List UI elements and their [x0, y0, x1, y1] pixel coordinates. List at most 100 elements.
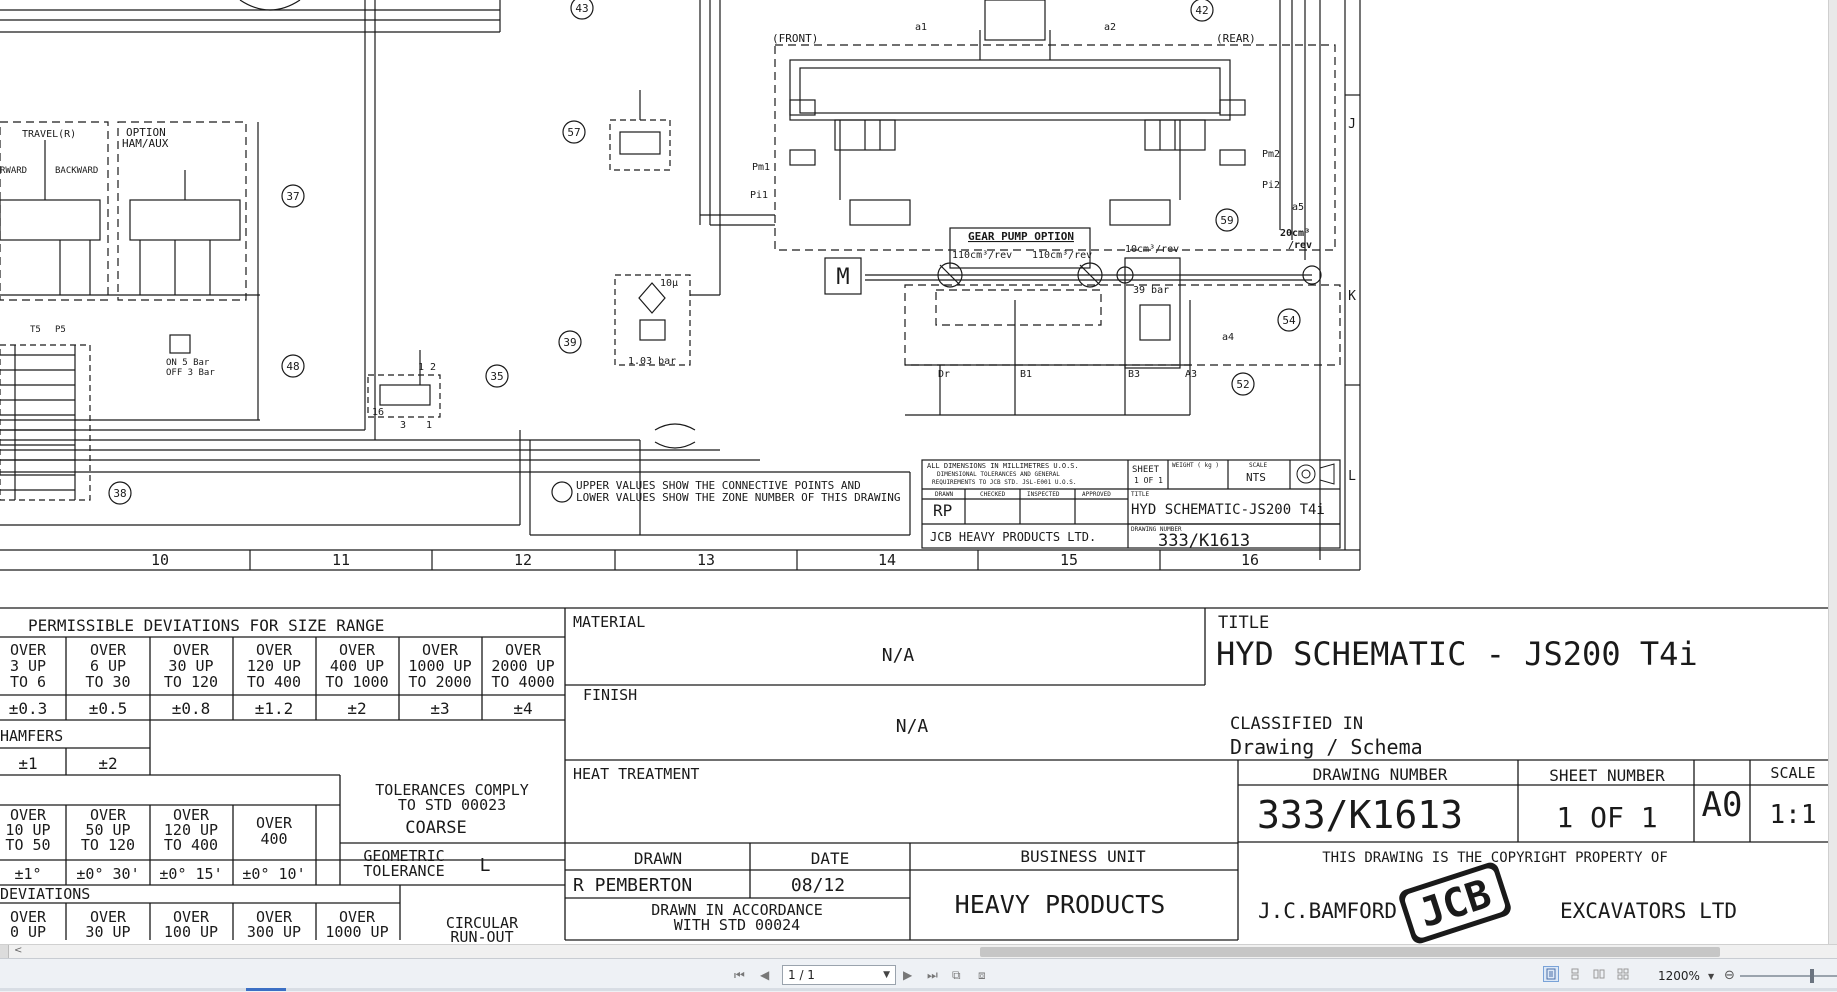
title-value: HYD SCHEMATIC - JS200 T4i — [1216, 635, 1698, 673]
size-range-5-line-2: 400 UP — [330, 657, 384, 675]
callout-57: 57 — [567, 126, 580, 139]
zoom-level-text: 1200% — [1658, 969, 1700, 983]
angle-tolerance-4: ±0° 10' — [242, 865, 305, 883]
size-tolerance-7: ±4 — [513, 699, 532, 718]
size-range-5-line-1: OVER — [339, 641, 376, 659]
small-drawn-initials: RP — [933, 501, 952, 520]
label-front: (FRONT) — [772, 32, 818, 45]
size-tolerance-5: ±2 — [347, 699, 366, 718]
zone-row-j: J — [1348, 117, 1356, 132]
angle-tolerance-2: ±0° 30' — [76, 865, 139, 883]
small-dims-line-2: DIMENSIONAL TOLERANCES AND GENERAL — [937, 471, 1060, 478]
previous-page-icon[interactable]: ◀ — [760, 968, 770, 982]
small-dims-line-1: ALL DIMENSIONS IN MILLIMETRES U.O.S. — [927, 462, 1079, 470]
taskbar-active-indicator — [246, 988, 286, 991]
callout-circle — [281, 184, 305, 208]
size-range-1-line-2: 3 UP — [10, 657, 46, 675]
small-drawing-number-label: DRAWING NUMBER — [1131, 526, 1182, 533]
size-tolerance-6: ±3 — [430, 699, 449, 718]
size-range-3-line-2: 30 UP — [168, 657, 213, 675]
angle-range-2-line-1: OVER — [90, 806, 127, 824]
circular-line-2: RUN-OUT — [450, 928, 513, 944]
size-tolerance-1: ±0.3 — [9, 699, 48, 718]
projection-symbol-icon — [1296, 463, 1335, 485]
drawing-number-label: DRAWING NUMBER — [1313, 765, 1448, 784]
facing-view-icon[interactable] — [1591, 966, 1607, 982]
single-page-view-icon[interactable] — [1543, 966, 1559, 982]
runout-range-4-line-1: OVER — [256, 908, 293, 926]
size-range-4-line-2: 120 UP — [247, 657, 301, 675]
scroll-left-arrow[interactable]: < — [14, 945, 23, 956]
horizontal-scrollbar[interactable]: < — [0, 944, 1837, 959]
runout-range-2-line-2: 30 UP — [85, 923, 130, 941]
label-option: OPTION — [126, 126, 166, 139]
callout-37: 37 — [286, 190, 299, 203]
small-sheet-label: SHEET — [1132, 465, 1160, 475]
next-page-icon[interactable]: ▶ — [903, 968, 913, 982]
scrollbar-thumb[interactable] — [980, 947, 1720, 957]
zoom-level-select[interactable]: 1200% ▼ — [1658, 967, 1714, 985]
page-number-field[interactable]: 1 / 1 ▼ — [782, 965, 896, 985]
drawing-number-value: 333/K1613 — [1257, 793, 1463, 837]
page-number-text: 1 / 1 — [788, 968, 815, 982]
label-t5: T5 — [30, 325, 41, 335]
jcb-logo: JCB — [1399, 862, 1511, 944]
zoom-chevron-down-icon[interactable]: ▼ — [1707, 971, 1715, 981]
callout-circle — [558, 330, 582, 354]
zoom-slider-handle[interactable] — [1810, 969, 1814, 983]
scale-value: 1:1 — [1770, 800, 1817, 830]
callout-48: 48 — [286, 360, 299, 373]
first-page-icon[interactable]: ⏮ — [734, 967, 745, 982]
label-pi1: Pi1 — [750, 190, 768, 201]
zoom-out-icon[interactable]: ⊖ — [1724, 967, 1735, 983]
label-p5: P5 — [55, 325, 66, 335]
classified-label: CLASSIFIED IN — [1230, 714, 1363, 734]
angle-range-2-line-2: 50 UP — [85, 821, 130, 839]
angle-range-1-line-2: 10 UP — [5, 821, 50, 839]
chevron-down-icon[interactable]: ▼ — [883, 970, 890, 980]
label-port-12: 1 2 — [418, 362, 436, 373]
small-drawn-label: DRAWN — [935, 491, 953, 498]
sheet-size-value: A0 — [1702, 785, 1743, 825]
finish-value: N/A — [896, 716, 929, 737]
document-viewport[interactable]: 43 42 57 37 48 39 35 38 59 54 52 (FRONT)… — [0, 0, 1837, 944]
size-range-6-line-2: 1000 UP — [408, 657, 471, 675]
callout-circle — [562, 120, 586, 144]
heat-treatment-label: HEAT TREATMENT — [573, 765, 699, 783]
label-b3: B3 — [1128, 369, 1140, 380]
callout-circle — [1215, 208, 1239, 232]
last-page-icon[interactable]: ⏭ — [927, 967, 938, 982]
copy-page-icon[interactable]: ⧉ — [952, 967, 961, 982]
owner-right: EXCAVATORS LTD — [1560, 899, 1737, 923]
continuous-view-icon[interactable] — [1567, 966, 1583, 982]
small-title-label: TITLE — [1131, 491, 1149, 498]
continuous-facing-view-icon[interactable] — [1615, 966, 1631, 982]
label-b1: B1 — [1020, 369, 1032, 380]
label-displacement-3: 10cm³/rev — [1125, 244, 1179, 255]
drawn-label: DRAWN — [634, 849, 682, 868]
angle-range-4-line-1: OVER — [256, 814, 293, 832]
size-range-2-line-2: 6 UP — [90, 657, 126, 675]
chamfer-value-2: ±2 — [98, 754, 117, 773]
zoom-slider[interactable] — [1740, 969, 1837, 983]
label-rear: (REAR) — [1216, 32, 1256, 45]
zone-column-13: 13 — [697, 551, 715, 569]
scale-label: SCALE — [1770, 764, 1815, 782]
angle-range-2-line-3: TO 120 — [81, 836, 135, 854]
tolerances-comply-line-1: TOLERANCES COMPLY — [375, 781, 529, 799]
label-pm1: Pm1 — [752, 162, 770, 173]
geometric-value: L — [480, 855, 491, 876]
label-displacement-4b: /rev — [1288, 240, 1312, 251]
callout-43: 43 — [575, 2, 588, 15]
chamfers-label: HAMFERS — [0, 727, 63, 745]
size-range-6-line-1: OVER — [422, 641, 459, 659]
runout-range-4-line-2: 300 UP — [247, 923, 301, 941]
size-tolerance-2: ±0.5 — [89, 699, 128, 718]
label-a1: a1 — [915, 22, 927, 33]
accordance-line-1: DRAWN IN ACCORDANCE — [651, 901, 823, 919]
page-view-icon[interactable]: ⧈ — [978, 967, 986, 982]
size-tolerance-3: ±0.8 — [172, 699, 211, 718]
runout-range-2-line-1: OVER — [90, 908, 127, 926]
size-range-7-line-2: 2000 UP — [491, 657, 554, 675]
callout-circle — [1231, 372, 1255, 396]
